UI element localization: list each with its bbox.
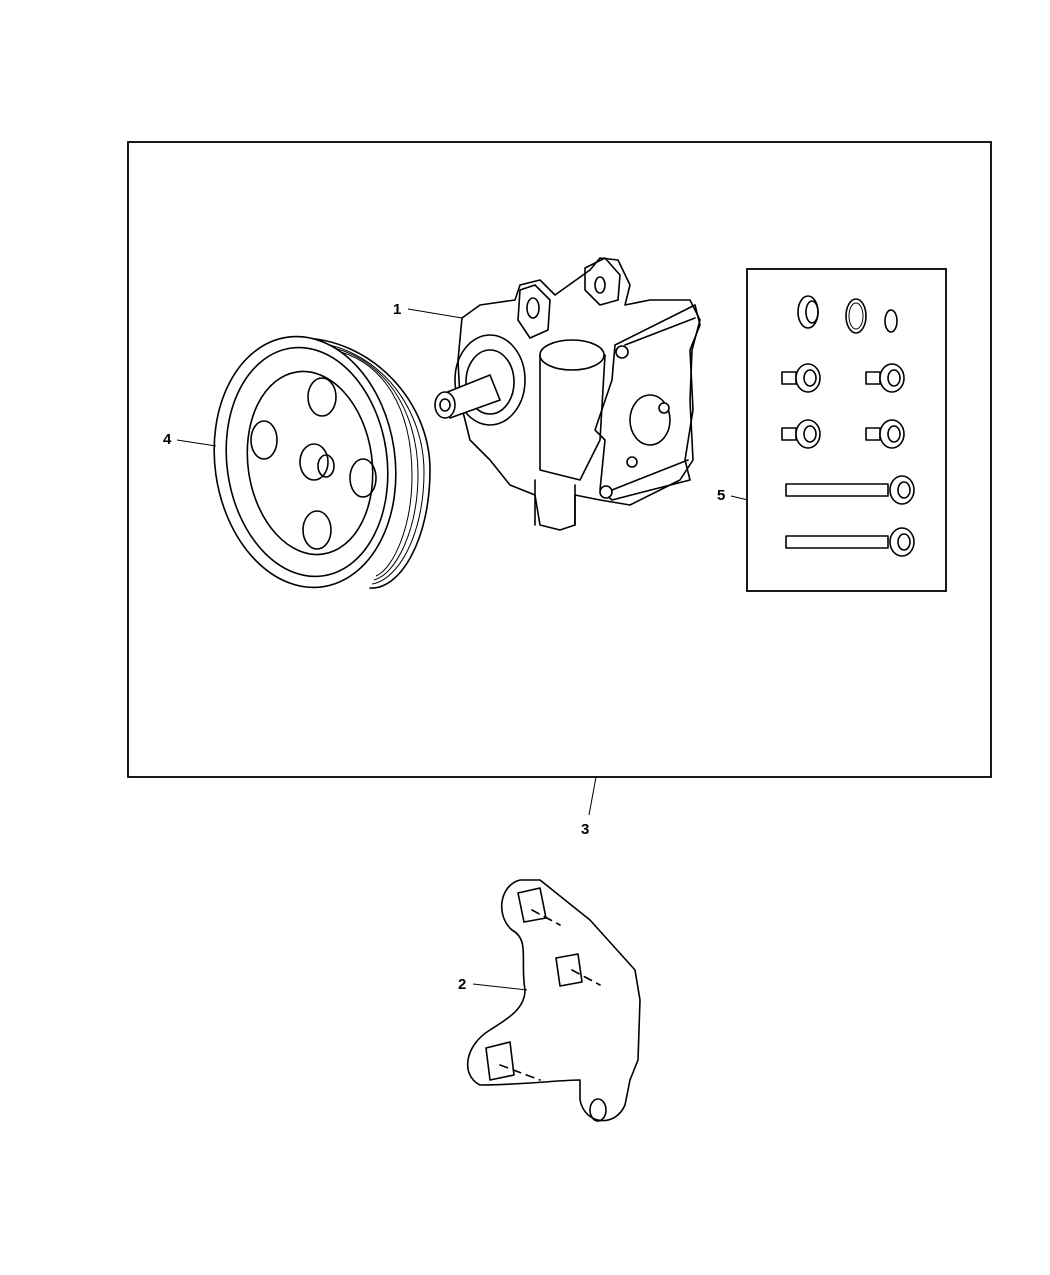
callout-2: 2 [458,976,466,993]
hardware-kit-drawing [781,295,915,557]
callout-4: 4 [163,431,172,448]
hardware-kit-frame [746,268,947,592]
callout-leader-5 [730,495,749,501]
pulley-drawing [213,335,431,589]
assembly-frame [127,141,992,778]
callout-leader-2 [472,983,528,991]
power-steering-pump-drawing [434,257,701,531]
callout-leader-1 [407,308,463,319]
callout-3: 3 [581,821,589,838]
callout-1: 1 [393,301,401,318]
callout-leader-3 [588,776,597,816]
callout-leader-4 [176,439,217,447]
callout-5: 5 [717,487,725,504]
mounting-bracket-drawing [466,879,641,1122]
